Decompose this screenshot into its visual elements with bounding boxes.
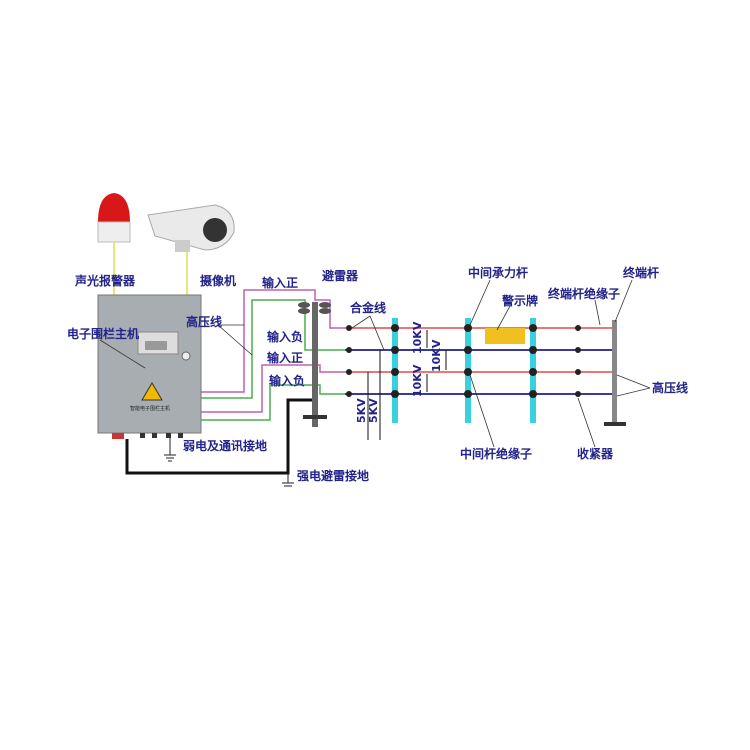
feed-wires xyxy=(201,289,345,421)
label-host: 电子围栏主机 xyxy=(67,326,139,341)
label-terminal-insulator: 终端杆绝缘子 xyxy=(548,286,620,301)
label-input-negative-1: 输入负 xyxy=(267,329,303,344)
alarm-lamp-icon xyxy=(97,193,131,296)
label-5kv-a: 5KV xyxy=(355,398,368,423)
label-10kv-b: 10KV xyxy=(430,339,443,372)
fence-posts xyxy=(346,318,626,426)
label-camera: 摄像机 xyxy=(200,273,236,288)
label-weak-ground: 弱电及通讯接地 xyxy=(183,438,267,453)
fence-wires xyxy=(345,327,612,395)
warning-sign-icon xyxy=(485,328,525,344)
label-strong-ground: 强电避雷接地 xyxy=(297,468,369,483)
dimension-arrows xyxy=(367,330,447,440)
label-hv-wire-left: 高压线 xyxy=(186,314,222,329)
label-alarm: 声光报警器 xyxy=(74,273,136,288)
host-panel-text: 智能电子围栏主机 xyxy=(130,405,170,412)
ground-symbols xyxy=(164,438,294,487)
label-tensioner: 收紧器 xyxy=(577,446,614,461)
label-arrester: 避雷器 xyxy=(322,268,359,283)
label-terminal-post: 终端杆 xyxy=(623,265,659,280)
label-10kv-c: 10KV xyxy=(411,364,424,397)
label-input-negative-2: 输入负 xyxy=(269,373,305,388)
leader-lines xyxy=(99,279,651,448)
fence-host-box: 智能电子围栏主机 xyxy=(97,294,202,439)
label-hv-wire-right: 高压线 xyxy=(652,380,688,395)
camera-icon xyxy=(147,204,235,296)
lightning-arrester-icon xyxy=(298,302,331,314)
label-input-positive-2: 输入正 xyxy=(267,350,303,365)
label-alloy-wire: 合金线 xyxy=(350,300,386,315)
label-5kv-b: 5KV xyxy=(367,398,380,423)
label-middle-load-post: 中间承力杆 xyxy=(468,265,528,280)
arrester-post xyxy=(298,302,331,427)
label-warning-sign: 警示牌 xyxy=(501,293,538,308)
label-input-positive-1: 输入正 xyxy=(262,275,298,290)
label-10kv-a: 10KV xyxy=(411,321,424,354)
warning-triangle-icon xyxy=(141,382,163,401)
label-middle-insulator: 中间杆绝缘子 xyxy=(460,446,532,461)
